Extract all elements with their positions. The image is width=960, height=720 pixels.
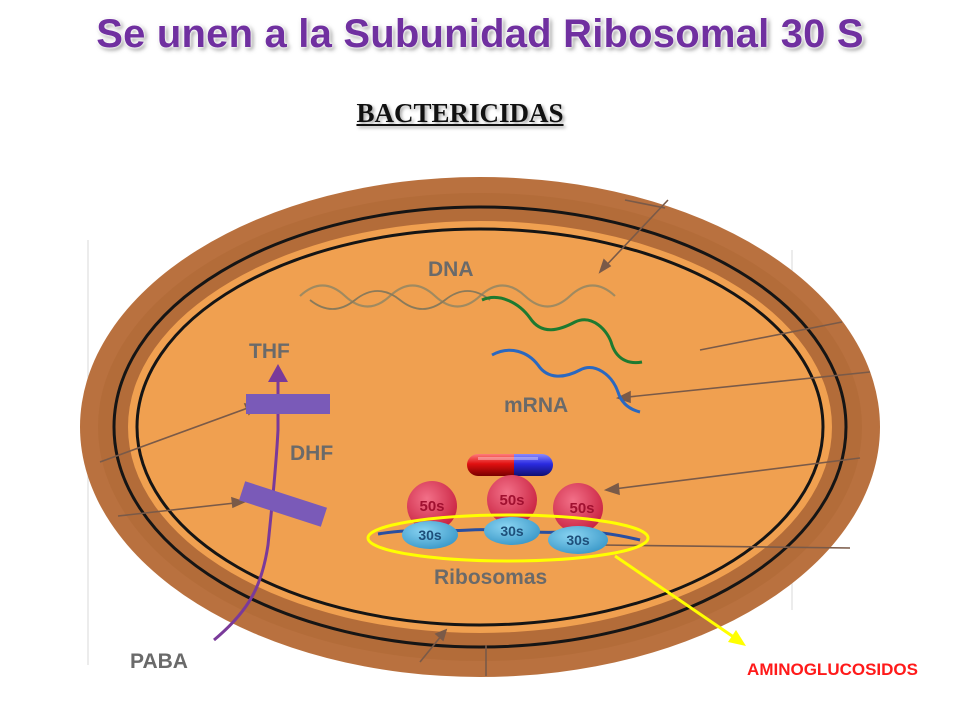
dna-strand-2: [309, 290, 491, 310]
ribosome-3-30s: 30s: [566, 532, 590, 548]
aminoglucosidos-label: AMINOGLUCOSIDOS: [747, 660, 918, 679]
ribosome-3-50s: 50s: [569, 500, 594, 517]
ribosome-2: 50s 30s: [484, 475, 540, 545]
enzyme-block-top: [246, 394, 330, 414]
ribosome-1: 50s 30s: [402, 481, 458, 549]
dhf-label: DHF: [290, 442, 333, 465]
thf-arrowhead: [268, 364, 288, 382]
paba-label: PABA: [130, 650, 188, 673]
paba-pathway-line: [213, 376, 280, 642]
dna-strand-1: [299, 284, 616, 308]
callout-arrow: [614, 554, 746, 646]
cytoplasm: [128, 221, 832, 633]
ribosome-1-30s: 30s: [418, 527, 442, 543]
ribosome-2-50s: 50s: [499, 492, 524, 509]
highlight-30s-ellipse: [366, 513, 650, 563]
slide-title: Se unen a la Subunidad Ribosomal 30 S: [96, 12, 864, 56]
slide-subtitle: BACTERICIDAS: [356, 98, 564, 128]
inner-membrane: [135, 227, 825, 627]
dna-label: DNA: [428, 258, 474, 281]
dna-green-strand: [481, 295, 643, 365]
mrna-strand: [491, 348, 641, 414]
ribosome-2-30s: 30s: [500, 523, 524, 539]
outer-membrane: [112, 205, 848, 649]
ribosome-1-50s: 50s: [419, 498, 444, 515]
mrna-label: mRNA: [504, 394, 568, 417]
thf-label: THF: [249, 340, 290, 363]
ribosomes: 50s 30s 50s 30s 50s 30s: [377, 475, 641, 554]
folate-pathway: [213, 364, 330, 642]
enzyme-block-bottom: [239, 481, 327, 527]
ribosomas-label: Ribosomas: [434, 566, 547, 589]
dna-strands: [299, 284, 643, 365]
capsule-icon: [467, 454, 553, 476]
